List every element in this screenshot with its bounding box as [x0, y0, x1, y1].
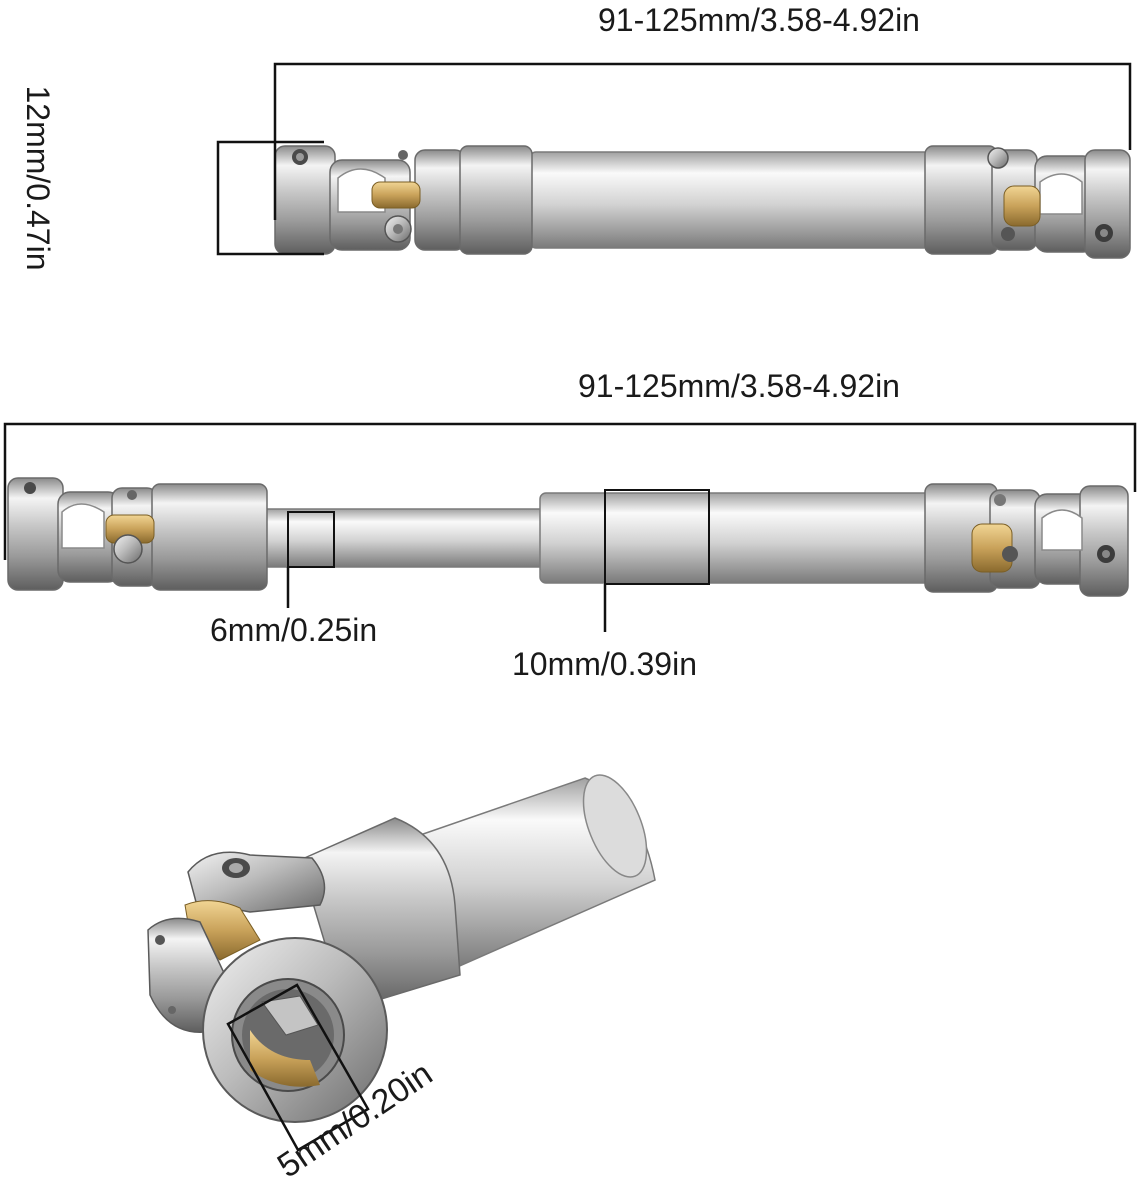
thick-shaft-diameter-label: 10mm/0.39in — [512, 646, 697, 682]
middle-drive-shaft — [3, 422, 1137, 632]
top-drive-shaft — [216, 62, 1132, 259]
top-length-label: 91-125mm/3.58-4.92in — [598, 2, 920, 38]
middle-length-label: 91-125mm/3.58-4.92in — [578, 368, 900, 404]
thin-shaft-diameter-label: 6mm/0.25in — [210, 612, 378, 648]
universal-joint-closeup — [147, 774, 656, 1152]
top-diameter-label: 12mm/0.47in — [20, 85, 56, 271]
